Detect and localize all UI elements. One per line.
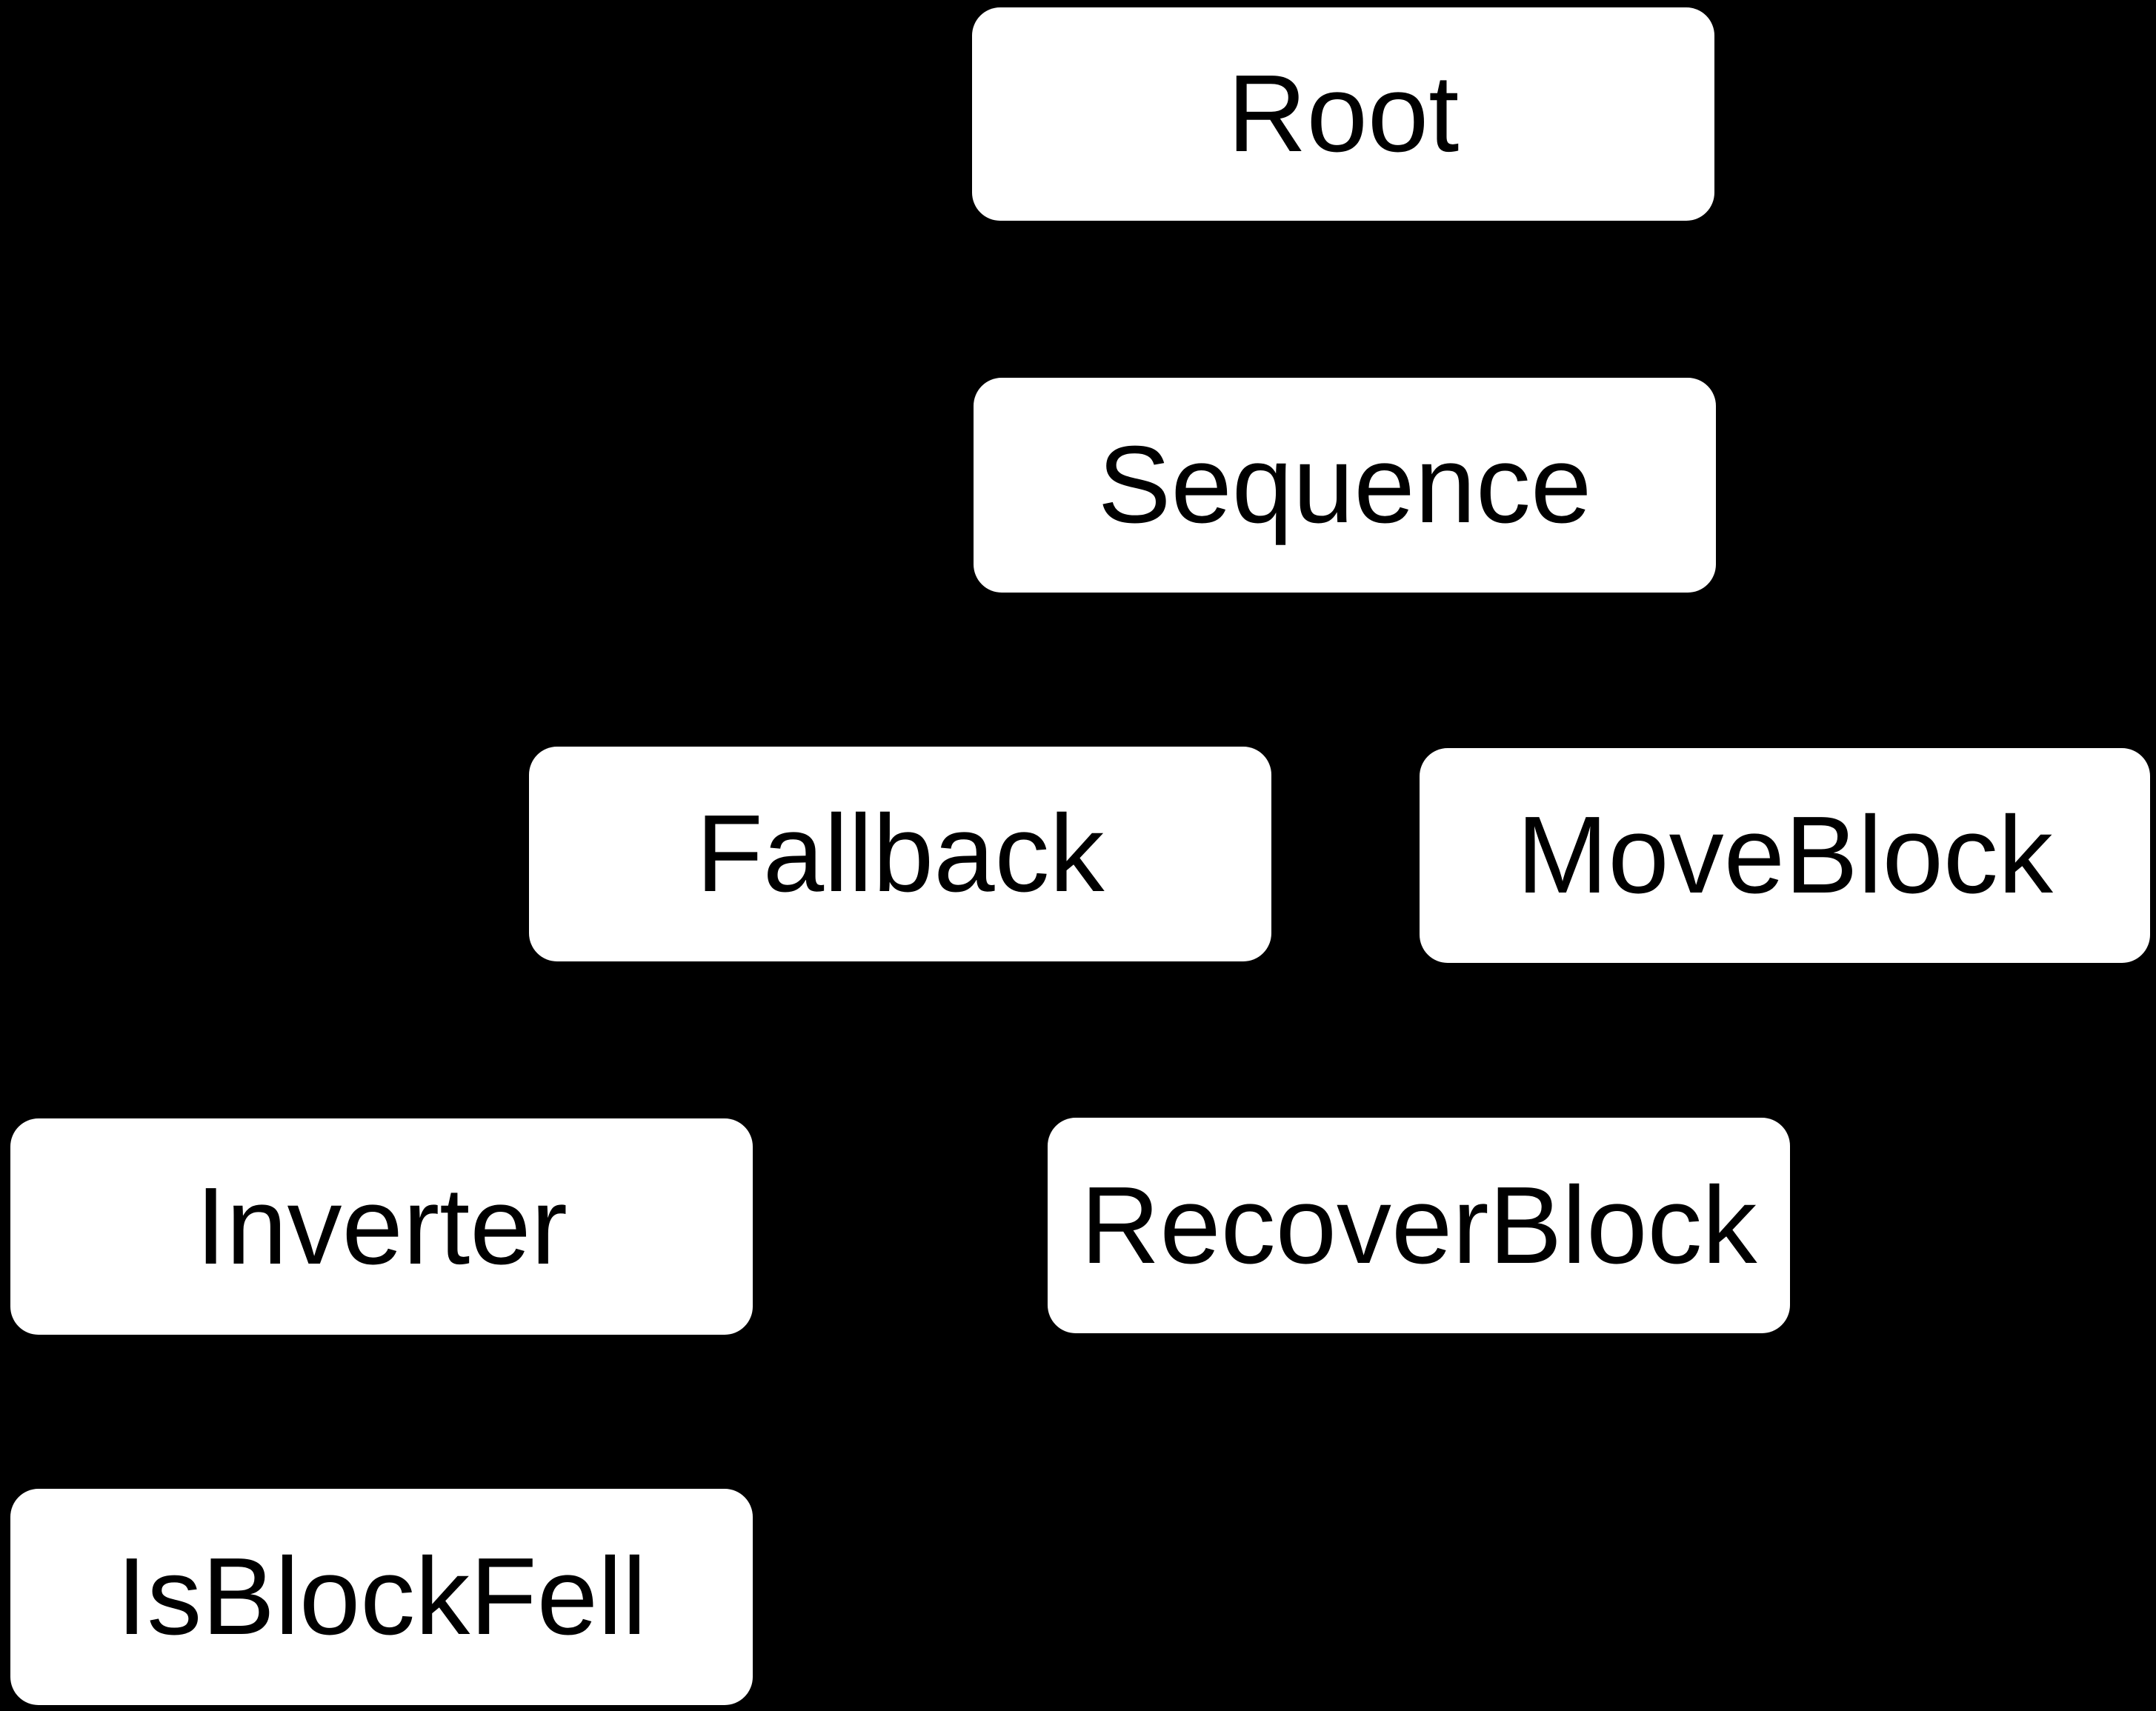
node-fallback: Fallback — [529, 747, 1271, 961]
node-recoverblock: RecoverBlock — [1048, 1118, 1790, 1333]
node-inverter: Inverter — [10, 1118, 753, 1335]
node-isblockfell-label: IsBlockFell — [116, 1535, 647, 1658]
node-inverter-label: Inverter — [196, 1165, 568, 1287]
node-moveblock-label: MoveBlock — [1517, 794, 2053, 916]
node-moveblock: MoveBlock — [1420, 748, 2150, 963]
node-sequence: Sequence — [974, 378, 1716, 593]
node-fallback-label: Fallback — [696, 793, 1105, 915]
node-isblockfell: IsBlockFell — [10, 1489, 753, 1705]
node-sequence-label: Sequence — [1097, 424, 1592, 546]
node-recoverblock-label: RecoverBlock — [1080, 1164, 1757, 1287]
node-root: Root — [972, 7, 1714, 221]
node-root-label: Root — [1227, 53, 1460, 175]
